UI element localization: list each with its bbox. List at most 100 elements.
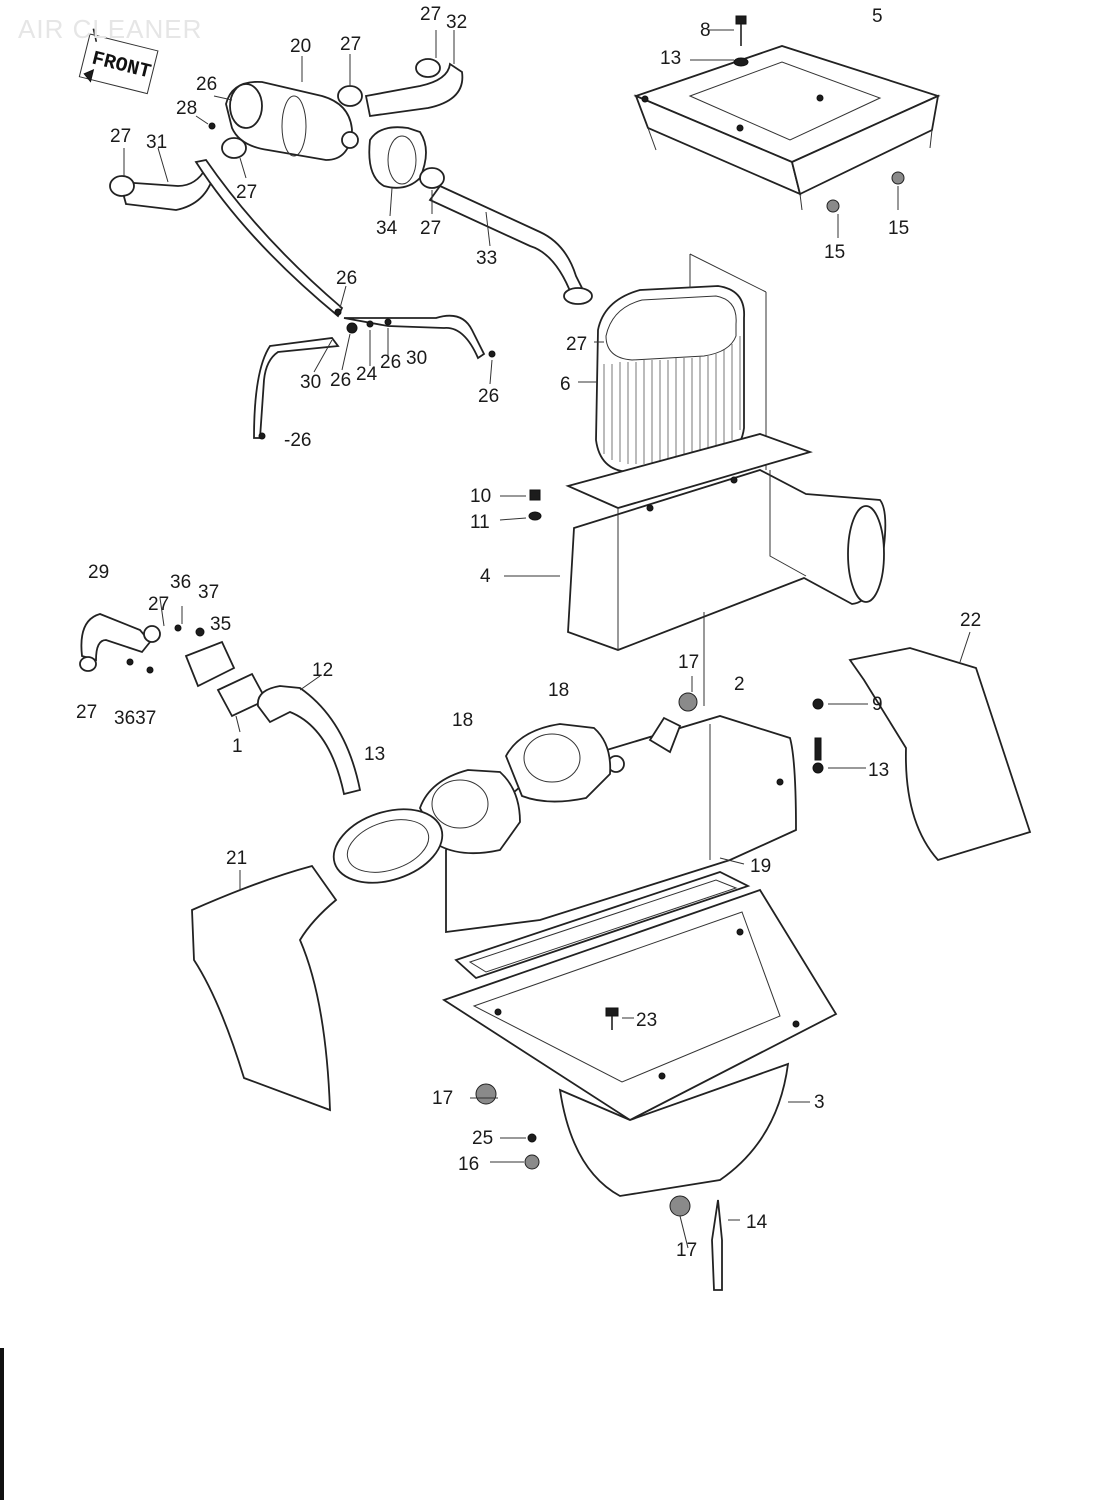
callout-28: 28 [176,98,197,119]
part-16-nut [524,1154,540,1170]
callout-19: 19 [750,856,771,877]
callout-30: 30 [406,348,427,369]
callout-13: 13 [868,760,889,781]
callout-labels: 5 8 13 15 15 27 32 20 27 26 28 27 31 27 … [76,4,981,1261]
callout-33: 33 [476,248,497,269]
callout-3637: 3637 [114,708,156,729]
callout-27: 27 [76,702,97,723]
callout-12: 12 [312,660,333,681]
leader-lines [123,29,971,1249]
callout-1: 1 [232,736,243,757]
part-22-side-cover [848,647,1032,862]
callout-2: 2 [734,674,745,695]
part-29-hose [80,613,152,662]
part-27-clamp-d [221,137,247,159]
part-24-fitting [346,322,358,334]
part-27-clamp-e [419,167,445,189]
part-28-breather-hose [194,159,344,318]
part-27-clamp-c [109,175,135,197]
callout-27: 27 [340,34,361,55]
part-23-screw [605,1007,619,1030]
part-9-bolt [812,698,824,710]
callout-26: 26 [330,370,351,391]
front-arrow-icon [83,69,95,83]
part-20-hose-adapter [225,81,353,161]
part-10-bolt [529,489,541,501]
part-15-grommet-b [891,171,905,185]
part-30-hose-right [343,314,486,360]
callout-8: 8 [700,20,711,41]
callout-10: 10 [470,486,491,507]
part-13-inlet-ring [332,808,444,884]
part-13-washer [733,57,749,67]
part-5-cover [633,45,941,211]
part-25-washer [527,1133,537,1143]
callout-22: 22 [960,610,981,631]
part-17-grommet-bottom [669,1195,691,1217]
callout-26: -26 [284,430,311,451]
part-30-hose-left [253,337,340,439]
part-18-inlet-boots [419,723,612,855]
part-8-bolt [735,15,747,46]
callout-29: 29 [88,562,109,583]
callout-17: 17 [678,652,699,673]
callout-9: 9 [872,694,883,715]
callout-26: 26 [380,352,401,373]
callout-18: 18 [452,710,473,731]
part-27-clamp-a [415,58,441,78]
callout-17: 17 [432,1088,453,1109]
callout-18: 18 [548,680,569,701]
part-34-grommet [368,126,427,189]
callout-13: 13 [660,48,681,69]
part-27-clamp-b [337,85,363,107]
callout-16: 16 [458,1154,479,1175]
callout-35: 35 [210,614,231,635]
front-label: FRONT [89,48,153,85]
callout-17: 17 [676,1240,697,1261]
callout-11: 11 [470,512,490,533]
part-33-hose [428,184,586,298]
callout-34: 34 [376,218,398,239]
part-17-grommet-left [475,1083,497,1105]
part-17-grommet-top [678,692,698,712]
callout-26: 26 [196,74,217,95]
callout-13: 13 [364,744,385,765]
part-4-filter-housing [565,433,887,706]
callout-27: 27 [420,218,441,239]
part-27-clamp-f [563,287,593,305]
callout-5: 5 [872,6,883,27]
part-32-hose [364,62,464,118]
callout-14: 14 [746,1212,768,1233]
callout-24: 24 [356,364,378,385]
callout-26: 26 [336,268,357,289]
part-14-drain [711,1199,723,1291]
callout-21: 21 [226,848,247,869]
callout-25: 25 [472,1128,493,1149]
part-1-flange [216,672,268,718]
callout-20: 20 [290,36,311,57]
callout-6: 6 [560,374,571,395]
callout-27: 27 [236,182,257,203]
callout-15: 15 [824,242,845,263]
callout-4: 4 [480,566,491,587]
callout-15: 15 [888,218,909,239]
callout-37: 37 [198,582,219,603]
part-11-washer [528,511,542,521]
callout-3: 3 [814,1092,825,1113]
part-13-washer-side [812,762,824,774]
part-12-elbow [257,685,362,796]
watermark-title: AIR CLEANER [18,14,203,44]
callout-31: 31 [146,132,167,153]
callout-36: 36 [170,572,191,593]
callout-27: 27 [148,594,169,615]
callout-27: 27 [566,334,587,355]
page-edge-bar [0,1348,4,1500]
part-21-side-cover [191,864,338,1112]
callout-23: 23 [636,1010,657,1031]
part-2-main-housing [445,692,797,934]
part-15-grommet-a [826,199,840,213]
callout-30: 30 [300,372,321,393]
callout-26: 26 [478,386,499,407]
